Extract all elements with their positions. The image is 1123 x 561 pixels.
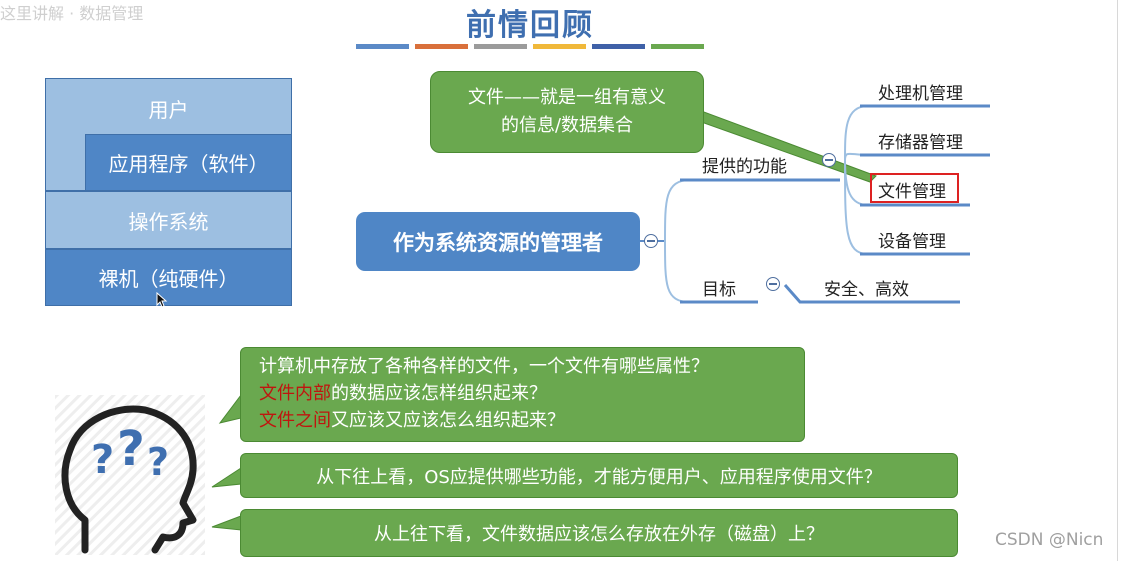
question-1-line-2: 文件内部的数据应该怎样组织起来？ <box>259 380 804 407</box>
question-box-2: 从下往上看，OS应提供哪些功能，才能方便用户、应用程序使用文件？ <box>240 453 958 498</box>
watermark: CSDN @Nicn <box>995 530 1103 550</box>
question-1-rest-2: 又应该又应该怎么组织起来？ <box>331 410 565 431</box>
question-1-red-2: 文件之间 <box>259 410 331 431</box>
question-1-line-1: 计算机中存放了各种各样的文件，一个文件有哪些属性？ <box>259 353 804 380</box>
question-2-text: 从下往上看，OS应提供哪些功能，才能方便用户、应用程序使用文件？ <box>316 463 882 489</box>
question-box-1: 计算机中存放了各种各样的文件，一个文件有哪些属性？ 文件内部的数据应该怎样组织起… <box>240 347 805 442</box>
question-1-line-3: 文件之间又应该又应该怎么组织起来？ <box>259 407 804 434</box>
question-1-red-1: 文件内部 <box>259 383 331 404</box>
question-3-text: 从上往下看，文件数据应该怎么存放在外存（磁盘）上？ <box>374 520 824 546</box>
question-box-3: 从上往下看，文件数据应该怎么存放在外存（磁盘）上？ <box>240 509 958 557</box>
question-1-rest-1: 的数据应该怎样组织起来？ <box>331 383 547 404</box>
